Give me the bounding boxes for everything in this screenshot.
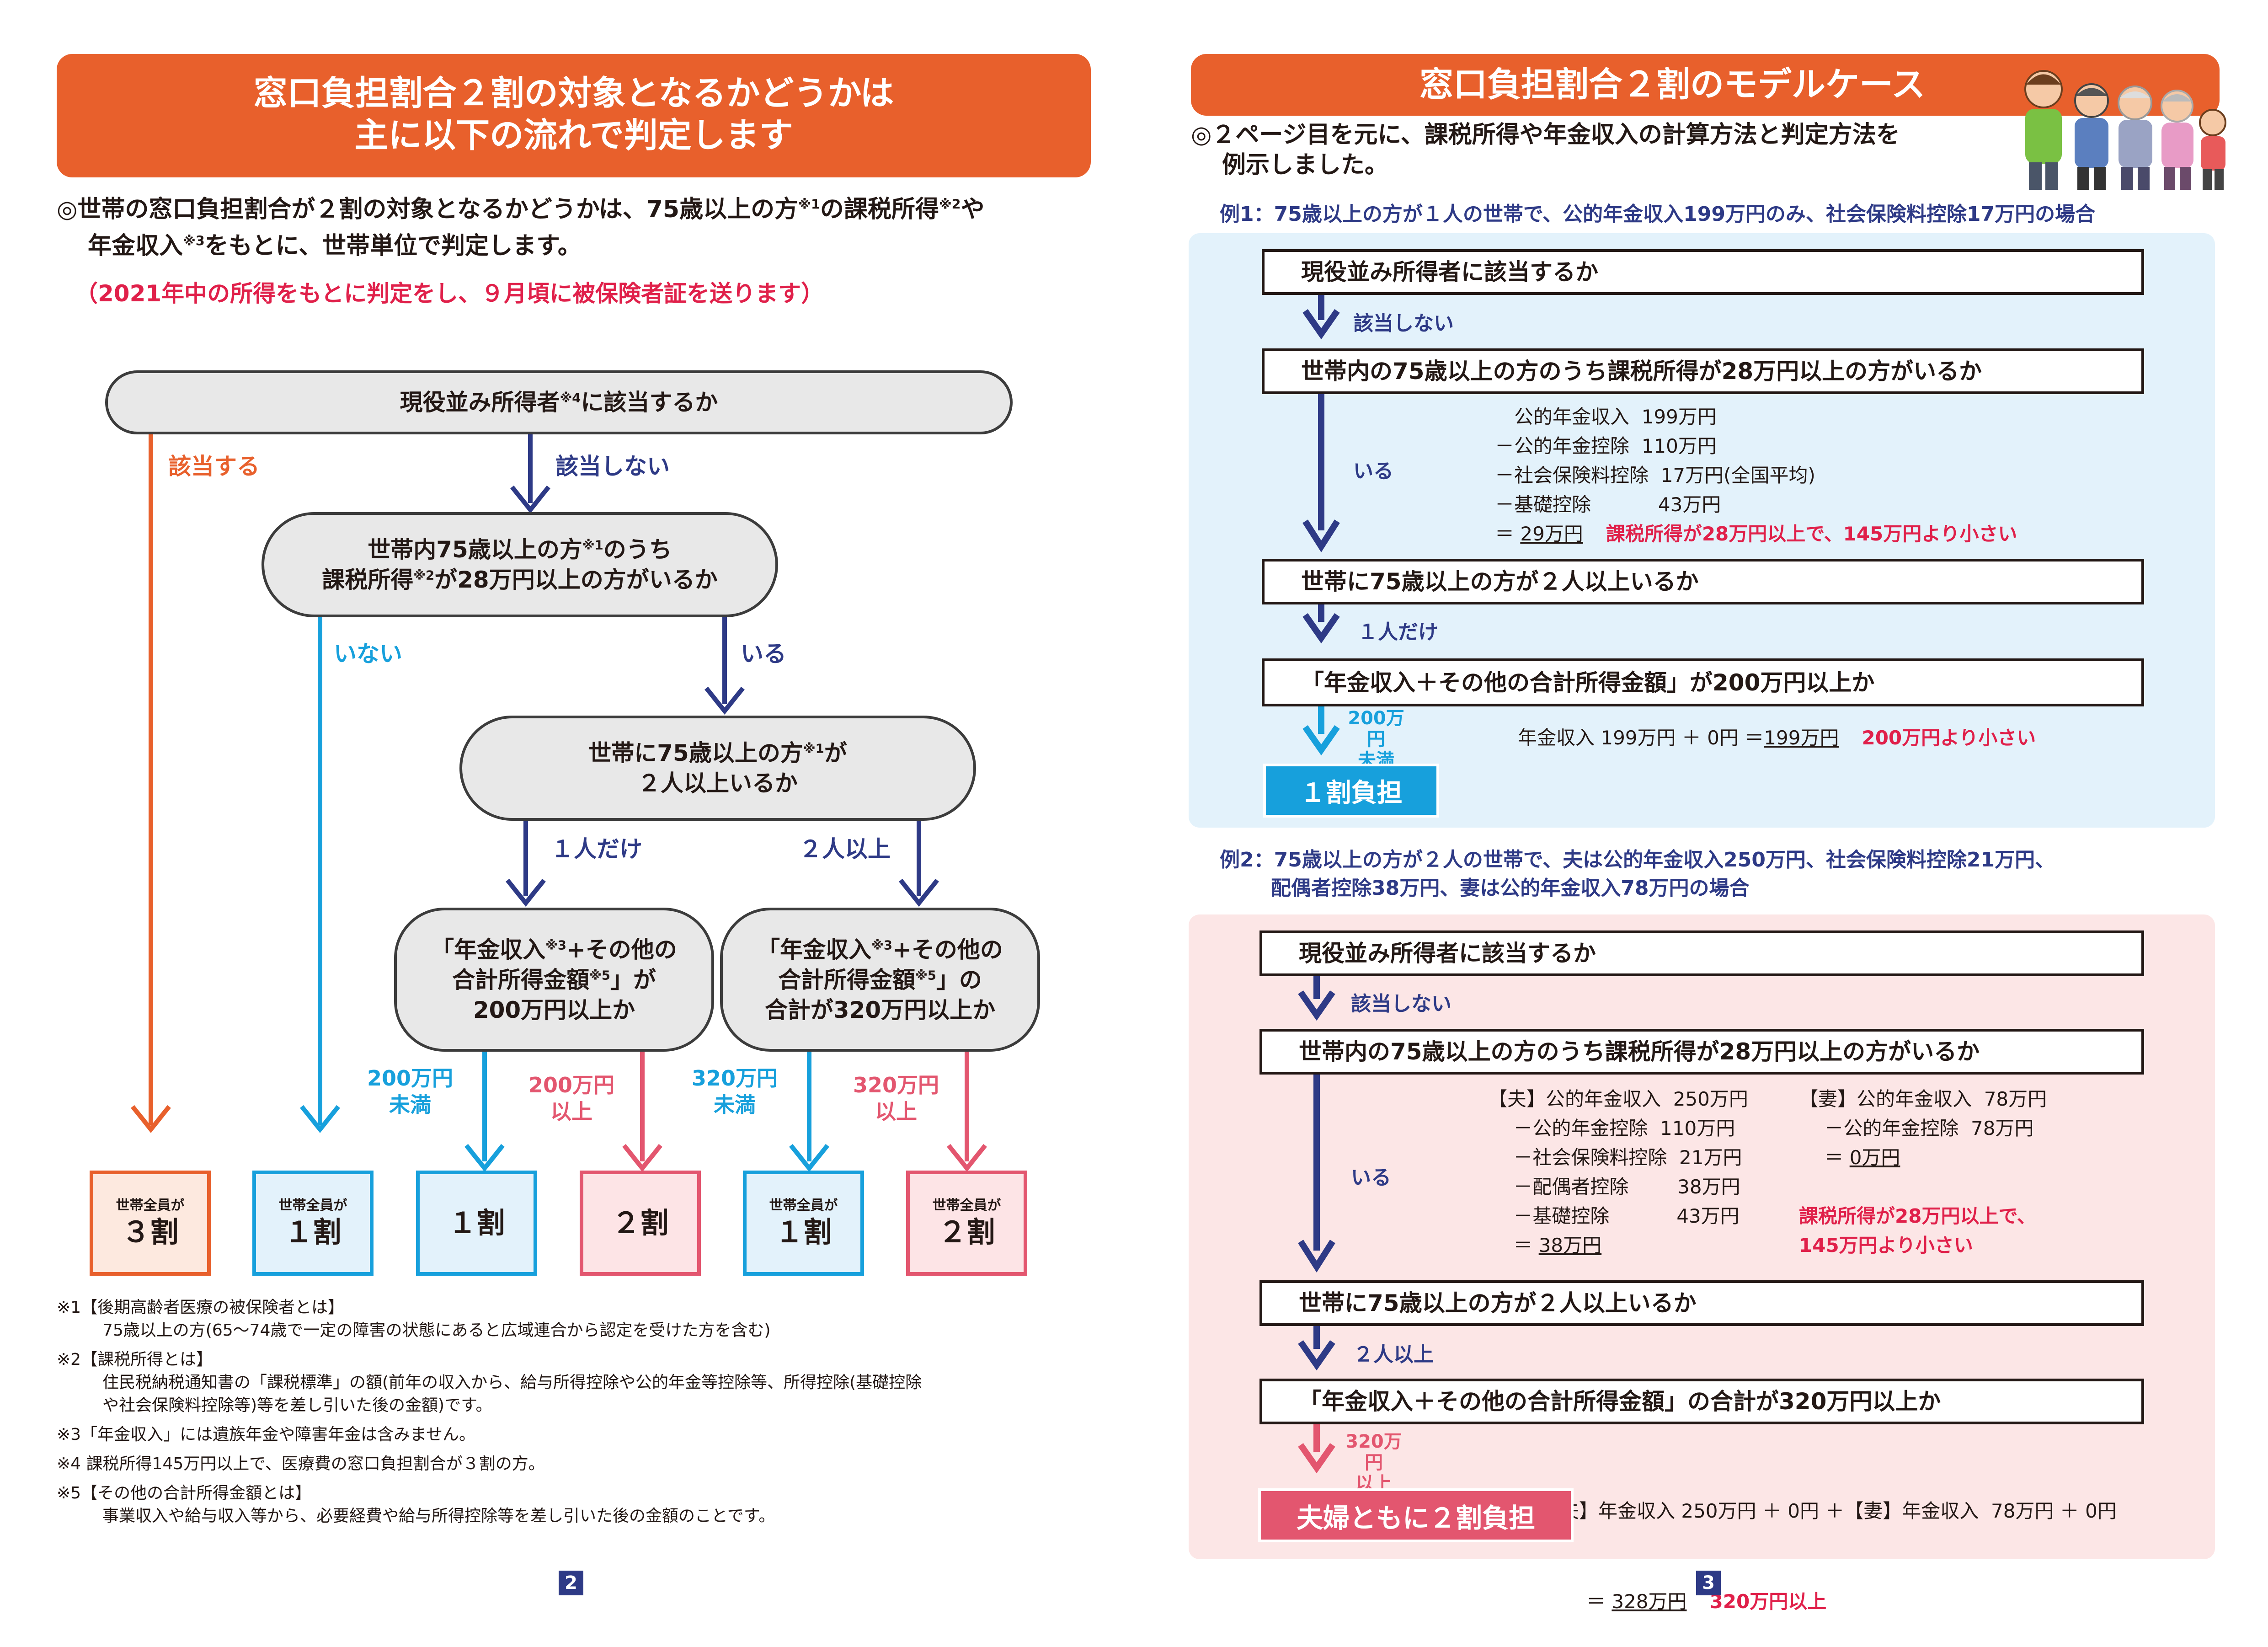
ex1-calculation: 公的年金収入 199万円 －公的年金控除 110万円 －社会保険料控除 17万円… — [1495, 406, 2017, 545]
footnote-2: ※2【課税所得とは】住民税納税通知書の「課税標準」の額(前年の収入から、給与所得… — [57, 1350, 922, 1415]
ex2-label-over-320: 320万円以上 — [1345, 1431, 1402, 1494]
label-two-or-more: ２人以上 — [799, 836, 891, 862]
ex1-label-not-applicable: 該当しない — [1353, 312, 1454, 335]
page-number-right: 3 — [1696, 1571, 1721, 1595]
ex1-box-current-income: 現役並み所得者に該当するか — [1262, 249, 2144, 295]
ex2-box-income-320: 「年金収入＋その他の合計所得金額」の合計が320万円以上か — [1259, 1379, 2144, 1424]
ex1-box-taxable-income: 世帯内の75歳以上の方のうち課税所得が28万円以上の方がいるか — [1262, 348, 2144, 394]
flow-q4-income-200: 「年金収入※3+その他の 合計所得金額※5」が 200万円以上か — [394, 908, 714, 1052]
example2-panel — [1189, 914, 2215, 1559]
ex2-wife-calculation: 【妻】公的年金収入 78万円 －公的年金控除 78万円 ＝ 0万円 — [1799, 1088, 2047, 1169]
ex2-label-two-or-more: ２人以上 — [1353, 1343, 1434, 1366]
ex2-taxable-note: 課税所得が28万円以上で、 145万円より小さい — [1799, 1205, 2036, 1257]
right-intro: ◎２ページ目を元に、課税所得や年金収入の計算方法と判定方法を 例示しました。 — [1191, 121, 1900, 179]
left-flow-arrows — [131, 434, 987, 1172]
footnote-3: ※3「年金収入」には遺族年金や障害年金は含みません。 — [57, 1425, 475, 1444]
left-title-banner: 窓口負担割合２割の対象となるかどうかは 主に以下の流れで判定します — [57, 54, 1091, 177]
flow-q1-current-income: 現役並み所得者※4に該当するか — [105, 370, 1013, 434]
left-title-line1: 窓口負担割合２割の対象となるかどうかは — [253, 74, 894, 113]
label-over-320: 320万円以上 — [853, 1073, 939, 1124]
example2-arrows — [1298, 974, 1335, 1474]
ex2-label-exists: いる — [1351, 1166, 1391, 1189]
label-applicable: 該当する — [168, 453, 260, 480]
left-intro: ◎世帯の窓口負担割合が２割の対象となるかどうかは、75歳以上の方※1の課税所得※… — [57, 191, 1108, 312]
label-exists: いる — [741, 641, 786, 667]
ex1-box-income-200: 「年金収入＋その他の合計所得金額」が200万円以上か — [1262, 658, 2144, 706]
label-not-applicable: 該当しない — [555, 453, 670, 480]
example1-arrows — [1302, 293, 1340, 756]
result-1wari: １割 — [416, 1171, 537, 1276]
label-over-200: 200万円以上 — [528, 1073, 615, 1124]
ex2-result-badge: 夫婦ともに２割負担 — [1258, 1488, 1574, 1542]
example1-panel — [1189, 233, 2215, 828]
ex1-label-exists: いる — [1353, 460, 1393, 483]
ex2-box-household-count: 世帯に75歳以上の方が２人以上いるか — [1259, 1280, 2144, 1326]
result-2wari: ２割 — [580, 1171, 701, 1276]
footnote-1: ※1【後期高齢者医療の被保険者とは】75歳以上の方(65〜74歳で一定の障害の状… — [57, 1298, 771, 1340]
label-none: いない — [334, 641, 402, 667]
footnote-5: ※5【その他の合計所得金額とは】事業収入や給与収入等から、必要経費や給与所得控除… — [57, 1484, 775, 1525]
left-intro-note: （2021年中の所得をもとに判定をし、９月頃に被保険者証を送ります） — [75, 280, 824, 307]
flow-q5-income-320: 「年金収入※3+その他の 合計所得金額※5」の 合計が320万円以上か — [720, 908, 1040, 1052]
ex2-box-current-income: 現役並み所得者に該当するか — [1259, 930, 2144, 976]
label-under-320: 320万円未満 — [691, 1066, 778, 1117]
flow-q2-taxable-income: 世帯内75歳以上の方※1のうち 課税所得※2が28万円以上の方がいるか — [261, 512, 778, 617]
ex1-box-household-count: 世帯に75歳以上の方が２人以上いるか — [1262, 559, 2144, 604]
page-number-left: 2 — [559, 1571, 583, 1595]
example1-title: 例1：75歳以上の方が１人の世帯で、公的年金収入199万円のみ、社会保険料控除1… — [1220, 203, 2096, 226]
ex2-husband-calculation: 【夫】公的年金収入 250万円 －公的年金控除 110万円 －社会保険料控除 2… — [1488, 1088, 1748, 1257]
label-one-only: １人だけ — [551, 836, 642, 862]
ex1-label-one-only: １人だけ — [1358, 620, 1438, 644]
ex2-box-taxable-income: 世帯内の75歳以上の方のうち課税所得が28万円以上の方がいるか — [1259, 1029, 2144, 1075]
label-under-200: 200万円未満 — [367, 1066, 454, 1117]
left-title-line2: 主に以下の流れで判定します — [354, 116, 793, 155]
ex2-label-not-applicable: 該当しない — [1351, 992, 1452, 1016]
ex1-result-badge: １割負担 — [1263, 764, 1439, 818]
ex2-formula: 【夫】年金収入 250万円 ＋ 0円 ＋【妻】年金収入 78万円 ＋ 0円 ＝ … — [1541, 1500, 2117, 1613]
footnotes: ※1【後期高齢者医療の被保険者とは】75歳以上の方(65〜74歳で一定の障害の状… — [57, 1296, 1122, 1528]
footnote-4: ※4 課税所得145万円以上で、医療費の窓口負担割合が３割の方。 — [57, 1454, 545, 1473]
family-illustration — [2024, 70, 2226, 190]
example2-title: 例2：75歳以上の方が２人の世帯で、夫は公的年金収入250万円、社会保険料控除2… — [1220, 848, 2055, 900]
flow-q3-household-count: 世帯に75歳以上の方※1が ２人以上いるか — [459, 716, 976, 821]
